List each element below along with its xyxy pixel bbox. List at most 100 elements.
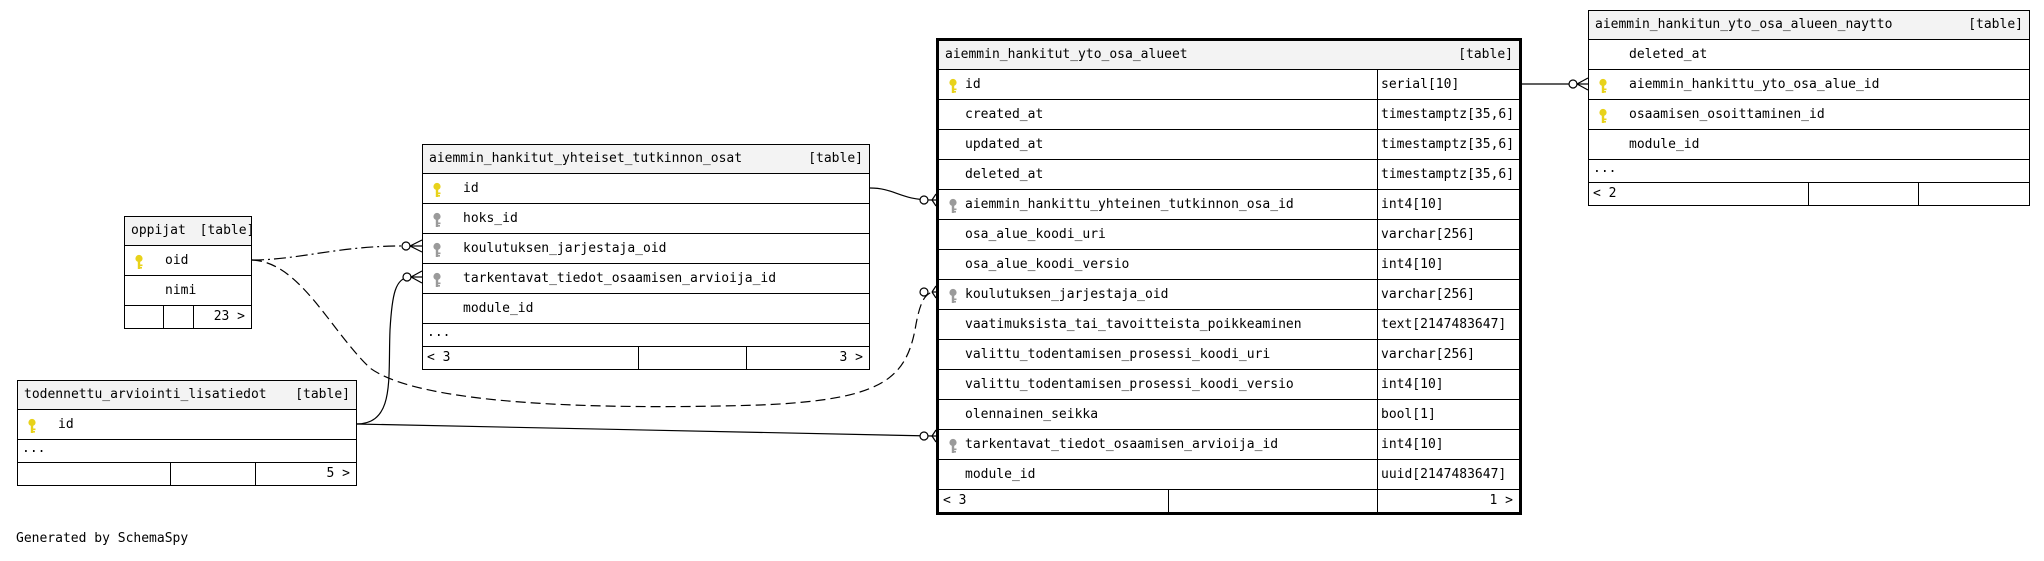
column-name: koulutuksen_jarjestaja_oid	[463, 241, 667, 256]
column-row[interactable]: id	[18, 410, 356, 440]
column-row[interactable]: deleted_at timestamptz[35,6]	[939, 160, 1519, 190]
column-name: oid	[165, 253, 189, 268]
column-row[interactable]: osaamisen_osoittaminen_id	[1589, 100, 2029, 130]
column-row[interactable]: aiemmin_hankittu_yto_osa_alue_id	[1589, 70, 2029, 100]
column-type: timestamptz[35,6]	[1377, 160, 1514, 189]
column-name: tarkentavat_tiedot_osaamisen_arvioija_id	[463, 271, 777, 286]
table-title: oppijat	[131, 223, 186, 238]
more-columns: ...	[423, 324, 869, 347]
table-tag: [table]	[808, 151, 863, 166]
column-row[interactable]: osa_alue_koodi_versio int4[10]	[939, 250, 1519, 280]
footer-prev-count[interactable]: < 2	[1593, 186, 1617, 201]
footer-prev-count[interactable]: < 3	[427, 350, 451, 365]
footer-next-count[interactable]: 23 >	[213, 309, 245, 324]
column-row[interactable]: nimi	[125, 276, 251, 306]
column-name: module_id	[1629, 137, 1700, 152]
column-type: serial[10]	[1377, 70, 1459, 99]
foreign-key-icon	[431, 270, 443, 287]
column-type: int4[10]	[1377, 250, 1444, 279]
column-name: valittu_todentamisen_prosessi_koodi_uri	[965, 347, 1271, 362]
foreign-key-icon	[431, 210, 443, 227]
footer-next-count[interactable]: 5 >	[326, 466, 350, 481]
table-footer: < 2	[1589, 183, 2029, 205]
table-aiemmin-hankitut-yto-osa-alueet[interactable]: aiemmin_hankitut_yto_osa_alueet [table] …	[936, 38, 1522, 515]
edge-todennettu-yto	[355, 423, 933, 437]
primary-key-icon	[1597, 106, 1609, 123]
table-header: aiemmin_hankitut_yto_osa_alueet [table]	[939, 41, 1519, 70]
column-row[interactable]: updated_at timestamptz[35,6]	[939, 130, 1519, 160]
table-todennettu-arviointi-lisatiedot[interactable]: todennettu_arviointi_lisatiedot [table] …	[17, 380, 357, 486]
column-type: int4[10]	[1377, 430, 1444, 459]
primary-key-icon	[1597, 76, 1609, 93]
column-row[interactable]: vaatimuksista_tai_tavoitteista_poikkeami…	[939, 310, 1519, 340]
column-type: bool[1]	[1377, 400, 1436, 429]
column-row[interactable]: deleted_at	[1589, 40, 2029, 70]
table-title: aiemmin_hankitut_yto_osa_alueet	[945, 47, 1188, 62]
table-oppijat[interactable]: oppijat [table] oid nimi 23 >	[124, 216, 254, 329]
column-name: osa_alue_koodi_versio	[965, 257, 1130, 272]
column-row[interactable]: module_id	[423, 294, 869, 324]
column-name: id	[965, 77, 981, 92]
table-aiemmin-hankitut-yhteiset-tutkinnon-osat[interactable]: aiemmin_hankitut_yhteiset_tutkinnon_osat…	[422, 144, 870, 370]
table-aiemmin-hankitun-yto-osa-alueen-naytto[interactable]: aiemmin_hankitun_yto_osa_alueen_naytto […	[1588, 10, 2030, 206]
column-name: osaamisen_osoittaminen_id	[1629, 107, 1825, 122]
primary-key-icon	[431, 180, 443, 197]
more-columns: ...	[18, 440, 356, 463]
column-type: varchar[256]	[1377, 340, 1475, 369]
table-footer: < 3 3 >	[423, 347, 869, 369]
column-name: valittu_todentamisen_prosessi_koodi_vers…	[965, 377, 1294, 392]
column-row[interactable]: koulutuksen_jarjestaja_oid	[423, 234, 869, 264]
column-name: aiemmin_hankittu_yhteinen_tutkinnon_osa_…	[965, 197, 1294, 212]
column-name: created_at	[965, 107, 1044, 122]
footer-next-count[interactable]: 3 >	[839, 350, 863, 365]
column-row[interactable]: hoks_id	[423, 204, 869, 234]
column-name: deleted_at	[1629, 47, 1708, 62]
footer-next-count[interactable]: 1 >	[1489, 493, 1513, 508]
table-tag: [table]	[1458, 47, 1513, 62]
more-columns: ...	[1589, 160, 2029, 183]
column-name: updated_at	[965, 137, 1044, 152]
column-row[interactable]: valittu_todentamisen_prosessi_koodi_vers…	[939, 370, 1519, 400]
column-name: vaatimuksista_tai_tavoitteista_poikkeami…	[965, 317, 1302, 332]
table-tag: [table]	[295, 387, 350, 402]
column-type: int4[10]	[1377, 370, 1444, 399]
column-row[interactable]: tarkentavat_tiedot_osaamisen_arvioija_id	[423, 264, 869, 294]
column-name: aiemmin_hankittu_yto_osa_alue_id	[1629, 77, 1880, 92]
column-row[interactable]: id	[423, 174, 869, 204]
crowfoot-yto-koulutuksen	[919, 285, 937, 299]
column-row[interactable]: valittu_todentamisen_prosessi_koodi_uri v…	[939, 340, 1519, 370]
column-name: nimi	[165, 283, 197, 298]
column-row[interactable]: module_id	[1589, 130, 2029, 160]
column-row[interactable]: tarkentavat_tiedot_osaamisen_arvioija_id…	[939, 430, 1519, 460]
column-row[interactable]: oid	[125, 246, 251, 276]
column-name: deleted_at	[965, 167, 1044, 182]
table-footer: < 3 1 >	[939, 490, 1519, 512]
column-row[interactable]: aiemmin_hankittu_yhteinen_tutkinnon_osa_…	[939, 190, 1519, 220]
column-name: id	[58, 417, 74, 432]
table-tag: [table]	[199, 223, 255, 238]
table-header: oppijat [table]	[125, 217, 254, 246]
generated-by-label: Generated by SchemaSpy	[16, 531, 189, 546]
footer-prev-count[interactable]: < 3	[943, 493, 967, 508]
edge-oppijat-yto	[251, 259, 933, 408]
foreign-key-icon	[431, 240, 443, 257]
edge-todennettu-yhteiset	[355, 276, 412, 425]
column-row[interactable]: id serial[10]	[939, 70, 1519, 100]
table-title: todennettu_arviointi_lisatiedot	[24, 387, 267, 402]
column-list: id	[18, 410, 356, 440]
table-title: aiemmin_hankitut_yhteiset_tutkinnon_osat	[429, 151, 743, 166]
foreign-key-icon	[947, 196, 959, 213]
table-header: aiemmin_hankitut_yhteiset_tutkinnon_osat…	[423, 145, 869, 174]
crowfoot-yto-tarkentavat	[919, 429, 937, 443]
table-footer: 5 >	[18, 463, 356, 485]
column-name: tarkentavat_tiedot_osaamisen_arvioija_id	[965, 437, 1279, 452]
crowfoot-yhteiset-koulutuksen	[401, 239, 423, 253]
table-title: aiemmin_hankitun_yto_osa_alueen_naytto	[1595, 17, 1893, 32]
column-type: timestamptz[35,6]	[1377, 130, 1514, 159]
